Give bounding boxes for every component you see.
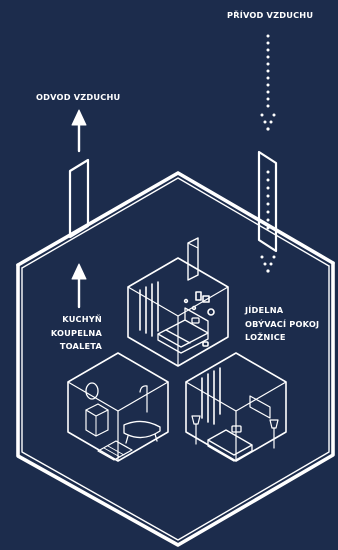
- bathroom-room: [68, 353, 168, 461]
- room-label-toilet: TOALETA: [30, 340, 102, 354]
- room-label-bedroom: LOŽNICE: [245, 331, 319, 345]
- arrow-up-icon: [72, 110, 86, 151]
- room-label-bathroom: KOUPELNA: [30, 327, 102, 341]
- bedroom-room: [128, 238, 228, 366]
- room-label-kitchen: KUCHYŇ: [30, 313, 102, 327]
- outer-house-outline: [18, 173, 333, 545]
- living-room: [186, 353, 286, 461]
- exhaust-rooms-label: KUCHYŇ KOUPELNA TOALETA: [30, 313, 102, 354]
- room-label-dining: JÍDELNA: [245, 304, 319, 318]
- exhaust-air-label: ODVOD VZDUCHU: [36, 91, 120, 105]
- supply-air-label: PŘÍVOD VZDUCHU: [227, 9, 313, 23]
- room-label-living: OBÝVACÍ POKOJ: [245, 318, 319, 332]
- supply-rooms-label: JÍDELNA OBÝVACÍ POKOJ LOŽNICE: [245, 304, 319, 345]
- supply-duct-icon: [259, 152, 276, 251]
- arrow-up-icon: [72, 264, 86, 307]
- bed-icon: [158, 308, 208, 353]
